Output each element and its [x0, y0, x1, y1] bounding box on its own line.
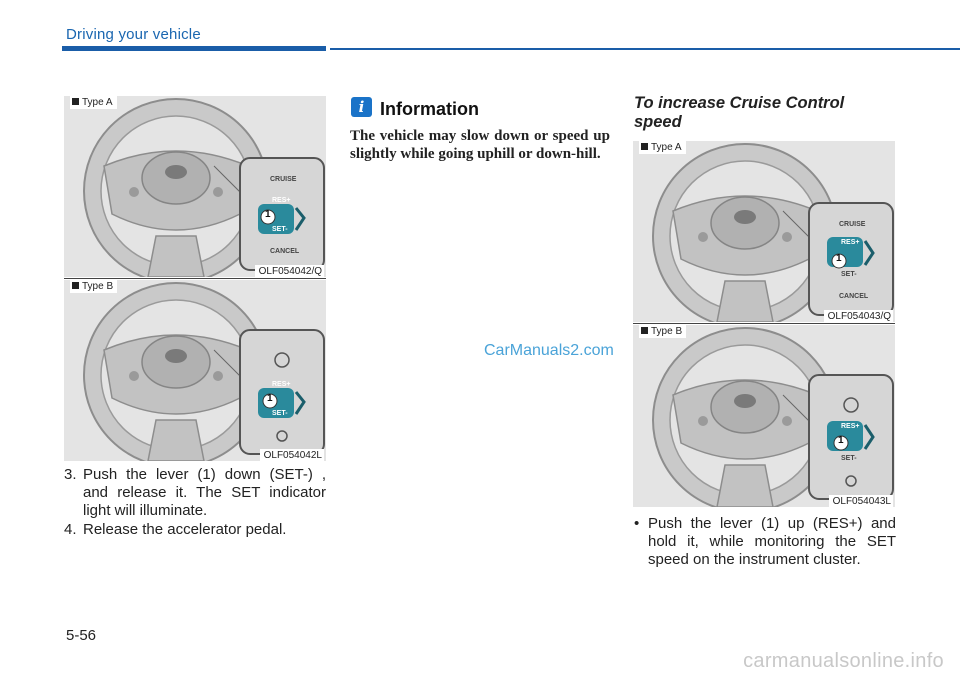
callout-number: 1: [836, 253, 842, 264]
steering-wheel-illustration: [652, 143, 894, 322]
section-title: Driving your vehicle: [66, 26, 201, 43]
figure-divider: [64, 278, 326, 279]
info-body: The vehicle may slow down or speed up sl…: [350, 128, 610, 162]
figure-left-type-b: RES+ SET- 1 Type B OLF054042L: [64, 280, 326, 461]
callout-number: 1: [267, 393, 273, 404]
step-number: 4.: [64, 521, 77, 538]
button-label-res-plus: RES+: [272, 197, 291, 204]
site-watermark: carmanualsonline.info: [743, 650, 944, 672]
step-number: 3.: [64, 466, 77, 483]
info-icon: i: [351, 97, 372, 117]
button-label-set-minus: SET-: [841, 455, 857, 462]
bullet-item: • Push the lever (1) up (RES+) and hold …: [634, 515, 896, 569]
steering-wheel-illustration: [83, 98, 325, 277]
figure-code: OLF054043/Q: [823, 310, 893, 322]
header-rule-thin: [330, 48, 960, 50]
type-label: Type B: [70, 280, 118, 293]
callout-number: 1: [265, 209, 271, 220]
button-label-cruise: CRUISE: [270, 176, 297, 183]
type-label: Type B: [639, 325, 687, 338]
steering-wheel-illustration: [83, 282, 325, 461]
callout-number: 1: [838, 435, 844, 446]
watermark-text: CarManuals2.com: [484, 342, 614, 359]
figure-code: OLF054042/Q: [254, 265, 324, 277]
bullet-dot: •: [634, 515, 640, 532]
bullet-text: Push the lever (1) up (RES+) and hold it…: [648, 515, 896, 568]
figure-right-type-a: CRUISE RES+ SET- CANCEL 1 Type A OLF0540…: [633, 141, 895, 322]
header-rule-thick: [62, 46, 326, 51]
figure-code: OLF054042L: [259, 449, 324, 461]
button-label-res-plus: RES+: [272, 381, 291, 388]
button-label-cancel: CANCEL: [839, 293, 869, 300]
step-text: Push the lever (1) down (SET-) , and rel…: [83, 466, 326, 519]
info-title: Information: [380, 99, 479, 119]
button-label-res-plus: RES+: [841, 423, 860, 430]
type-label: Type A: [70, 96, 117, 109]
figure-left-type-a: CRUISE RES+ SET- CANCEL 1 Type A OLF0540…: [64, 96, 326, 277]
button-label-cruise: CRUISE: [839, 221, 866, 228]
type-label: Type A: [639, 141, 686, 154]
step-4: 4. Release the accelerator pedal.: [64, 521, 326, 539]
page-number: 5-56: [66, 627, 97, 644]
steering-wheel-illustration: [652, 327, 894, 507]
figure-right-type-b: RES+ SET- 1 Type B OLF054043L: [633, 325, 895, 507]
button-label-set-minus: SET-: [272, 410, 288, 417]
button-label-set-minus: SET-: [272, 226, 288, 233]
figure-divider: [633, 323, 895, 324]
step-3: 3. Push the lever (1) down (SET-) , and …: [64, 466, 326, 520]
step-text: Release the accelerator pedal.: [83, 521, 287, 538]
subheading: To increase Cruise Control speed: [634, 94, 845, 131]
figure-code: OLF054043L: [828, 495, 893, 507]
button-label-set-minus: SET-: [841, 271, 857, 278]
button-label-res-plus: RES+: [841, 239, 860, 246]
button-label-cancel: CANCEL: [270, 248, 300, 255]
